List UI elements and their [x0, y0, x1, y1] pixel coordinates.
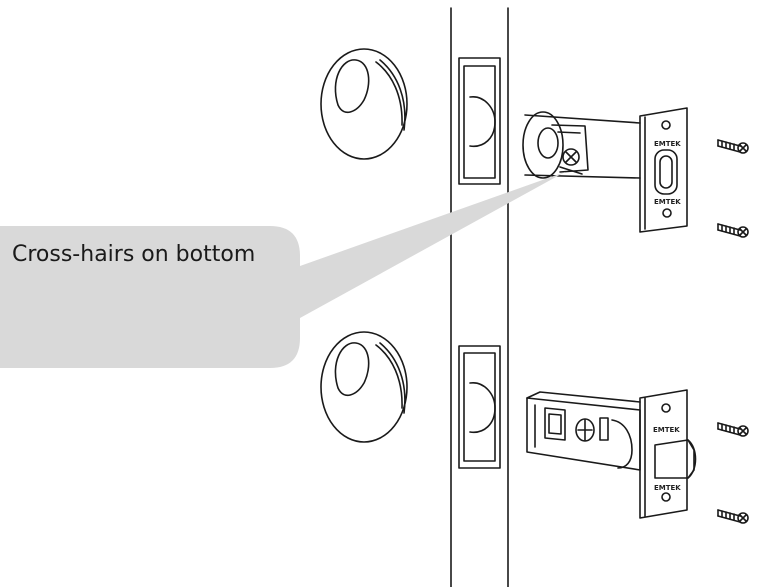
edge-bore-bottom [458, 345, 501, 469]
plate-mark-bottom-1: EMTEK [653, 426, 680, 434]
screw-3 [717, 422, 749, 437]
callout-bubble [0, 172, 565, 368]
door-edge [450, 7, 509, 587]
cross-bore-bottom [320, 331, 408, 443]
screw-1 [717, 139, 749, 154]
edge-bore-top [458, 57, 501, 185]
plate-mark-top-2: EMTEK [654, 198, 681, 206]
callout-label: Cross-hairs on bottom [12, 242, 256, 267]
screw-4 [717, 509, 749, 524]
screw-2 [717, 223, 749, 238]
cross-bore-top [320, 48, 408, 160]
latch-top [522, 111, 641, 179]
faceplate-top [639, 107, 688, 233]
faceplate-bottom [639, 389, 697, 519]
plate-mark-top-1: EMTEK [654, 140, 681, 148]
plate-mark-bottom-2: EMTEK [654, 484, 681, 492]
latch-bottom [526, 391, 641, 471]
